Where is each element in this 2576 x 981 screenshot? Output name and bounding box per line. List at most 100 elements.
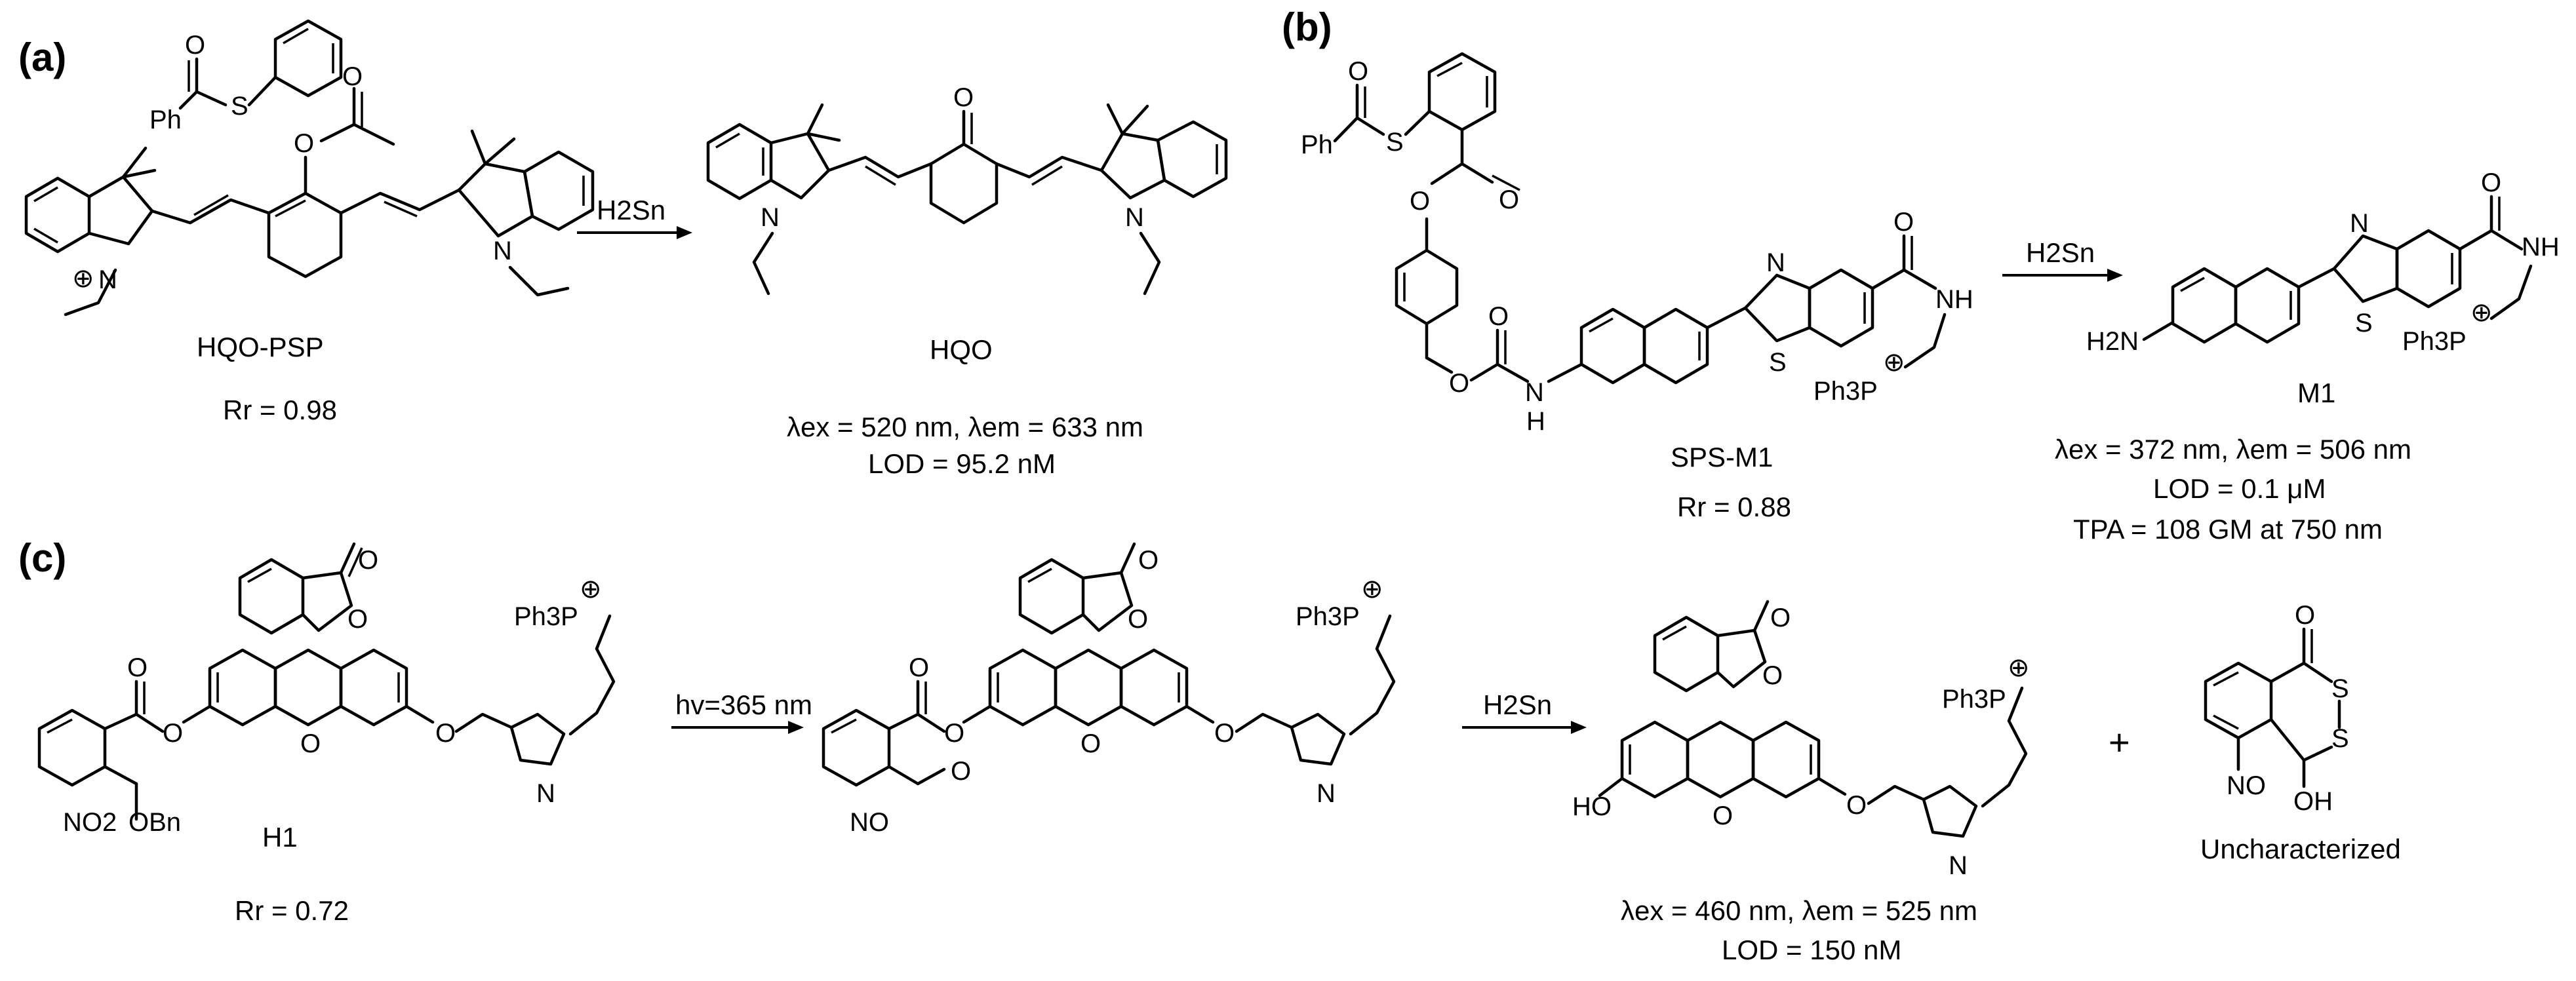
m1-lod: LOD = 0.1 μM [2153,473,2326,504]
fl-atom-ph3p: Ph3P [1942,685,2006,714]
spsm1-atom-o-carbonyl: O [1488,302,1509,331]
atom-ph: Ph [149,106,182,134]
spsm1-atom-o-amide: O [1893,208,1914,237]
hqo-excitation: λex = 520 nm, λem = 633 nm [787,412,1143,442]
sps-m1-structure: Ph O S O O O O [1301,52,1973,436]
panel-b: (b) Ph O S O O O [1282,5,2560,545]
spsm1-atom-ph: Ph [1301,130,1333,159]
atom-o-thio: O [185,31,205,60]
fl-excitation: λex = 460 nm, λem = 525 nm [1621,895,1977,926]
spsm1-atom-ph3p: Ph3P [1813,377,1878,406]
spsm1-atom-s: S [1386,128,1404,157]
panel-a: (a) N ⊕ O O [18,19,1228,479]
bp-atom-s1: S [2331,674,2349,703]
hqo-atom-o: O [953,83,974,112]
arrow-a-head [677,226,692,239]
int-atom-o-carbonyl: O [909,653,929,682]
atom-o-ester: O [294,129,314,158]
m1-atom-h2n: H2N [2086,327,2139,356]
int-atom-no: NO [850,808,889,837]
int-charge: ⊕ [1361,575,1383,604]
bp-atom-o: O [2295,601,2315,630]
int-atom-o-xanthene: O [1080,729,1101,758]
reagent-c1: hv=365 nm [675,689,812,720]
h1-atom-o-lactone: O [358,546,378,575]
reagent-b: H2Sn [2026,237,2095,268]
hqo-psp-structure: N ⊕ O O S O Ph [24,19,595,317]
m1-atom-n-thiazole: N [2350,209,2369,238]
h1-atom-o-xanthene: O [300,729,321,758]
h1-atom-o-carbonyl: O [127,653,148,682]
atom-o-carbonyl: O [342,62,363,91]
h1-atom-o-ring: O [347,605,368,634]
m1-atom-nh: NH [2522,233,2560,261]
atom-n-right: N [493,237,512,265]
int-atom-o-aldehyde: O [951,757,971,786]
m1-atom-ph3p: Ph3P [2402,327,2467,356]
spsm1-atom-s-thiazole: S [1769,348,1787,377]
arrow-c2-head [1571,721,1587,734]
m1-structure: H2N N S O NH Ph3P ⊕ [2086,168,2560,356]
arrow-b-head [2107,269,2123,282]
intermediate-structure: O O O O O O NO O N P [822,542,1396,837]
int-atom-ph3p: Ph3P [1296,602,1360,631]
spsm1-atom-nh: NH [1935,285,1973,314]
fl-lod: LOD = 150 nM [1722,934,1901,965]
fl-charge: ⊕ [2008,653,2030,682]
fl-atom-ho: HO [1572,792,1612,821]
spsm1-atom-o-carb: O [1449,369,1469,398]
hqo-atom-n-left: N [761,203,780,232]
int-atom-o-ether: O [1214,719,1235,748]
int-atom-o-lactone: O [1138,546,1159,575]
byproduct-structure: O S S OH NO [2204,601,2349,816]
sps-m1-name: SPS-M1 [1671,442,1773,472]
hqo-psp-name: HQO-PSP [197,332,324,362]
m1-atom-o: O [2481,168,2501,197]
fl-atom-triazole: N [1949,851,1968,880]
fl-atom-o-lactone: O [1770,604,1791,632]
bp-atom-oh: OH [2293,787,2333,816]
fl-atom-o-ether: O [1846,791,1867,820]
spsm1-atom-o-thio: O [1348,57,1368,86]
h1-atom-no2: NO2 [63,808,117,837]
spsm1-atom-o-ester: O [1410,187,1430,216]
h1-name: H1 [262,822,298,853]
arrow-c1-head [788,721,804,734]
h1-atom-o-ester: O [163,719,183,748]
hqo-lod: LOD = 95.2 nM [868,448,1056,479]
bp-atom-no: NO [2227,771,2266,800]
spsm1-atom-o-c: O [1499,185,1519,214]
int-atom-triazole: N [1317,779,1336,808]
m1-charge: ⊕ [2470,298,2493,327]
int-atom-o-ester: O [944,719,964,748]
h1-rr: Rr = 0.72 [235,895,349,926]
m1-name: M1 [2297,377,2335,408]
hqo-name: HQO [930,334,993,365]
sps-m1-rr: Rr = 0.88 [1677,491,1791,522]
fl-atom-o-ring: O [1762,661,1783,690]
byproduct-label: Uncharacterized [2200,834,2401,864]
spsm1-atom-h: H [1526,407,1545,436]
panel-a-label: (a) [18,35,66,79]
reagent-a: H2Sn [597,195,665,225]
spsm1-atom-n: N [1525,378,1544,407]
charge-plus-left: ⊕ [72,264,94,293]
hqo-psp-rr: Rr = 0.98 [223,394,337,425]
fluorescein-product-structure: O O O HO O N Ph3P ⊕ [1572,600,2030,880]
m1-excitation: λex = 372 nm, λem = 506 nm [2055,434,2411,465]
panel-b-label: (b) [1282,5,1332,49]
plus-sign: + [2109,721,2130,763]
h1-atom-o-ether: O [435,719,456,748]
fl-atom-o-xanthene: O [1713,801,1733,830]
hqo-atom-n-right: N [1125,203,1144,232]
hqo-structure: N O N [706,83,1228,296]
spsm1-atom-n-thiazole: N [1766,248,1785,277]
atom-s: S [231,92,248,121]
m1-tpa: TPA = 108 GM at 750 nm [2073,514,2383,545]
bp-atom-s2: S [2331,724,2349,753]
int-atom-o-ring: O [1128,605,1148,634]
spsm1-charge: ⊕ [1883,348,1905,377]
h1-charge: ⊕ [580,575,602,604]
h1-structure: O O O O O NO2 OBn O N [37,542,616,837]
panel-c-label: (c) [18,536,66,580]
